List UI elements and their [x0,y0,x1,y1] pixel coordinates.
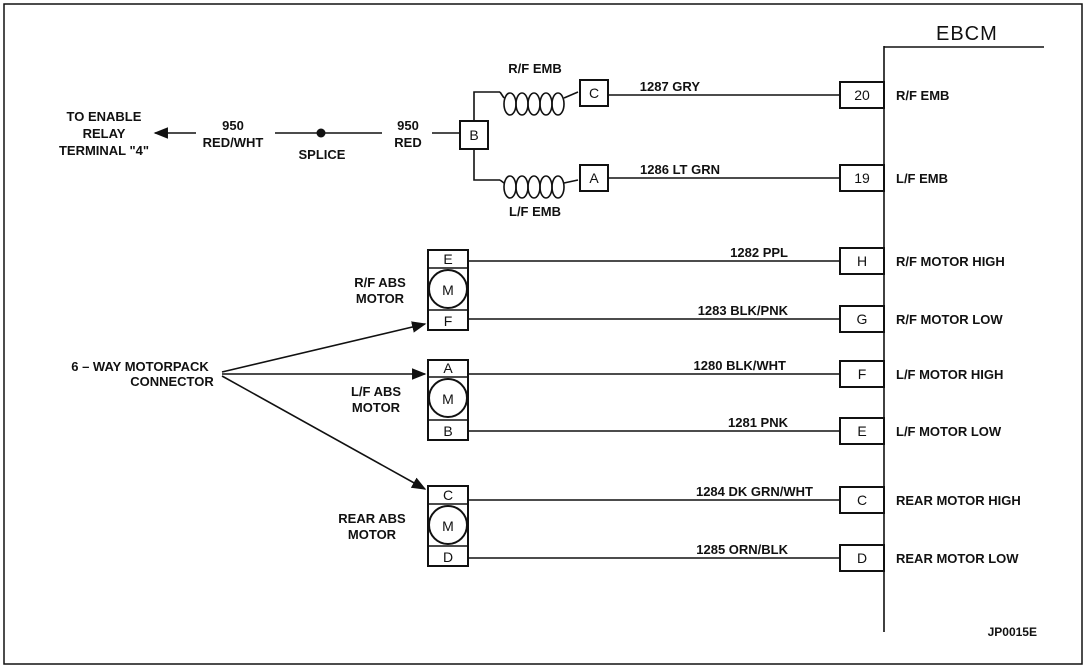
ebcm-pin-box-1 [839,164,885,192]
circuit-wire-label-1: 1286 LT GRN [640,162,720,177]
motor-rear-symbol [428,505,468,545]
lf-emb-coil-label: L/F EMB [509,204,561,219]
ebcm-pin-box-2 [839,247,885,275]
motor-rf-label-line1: R/F ABS [354,275,406,290]
motorpack-label-line2: CONNECTOR [130,374,214,389]
ebcm-function-2: R/F MOTOR HIGH [896,254,1005,269]
motor-rear-m: M [442,518,454,534]
ebcm-title: EBCM [936,23,998,45]
motor-rear-label-line1: REAR ABS [338,511,406,526]
motor-lf-top-pin: A [443,360,453,376]
circuit-wire-label-7: 1285 ORN/BLK [696,542,788,557]
relay-label-line3: TERMINAL "4" [59,143,149,158]
ebcm-pin-box-4 [839,360,885,388]
circuit-wire-label-0: 1287 GRY [640,79,701,94]
motor-rear-label-line2: MOTOR [348,527,397,542]
ebcm-pin-box-5 [839,417,885,445]
motorpack-arrow-rf [221,321,427,373]
ebcm-pin-3: G [857,311,868,327]
circuit-wire-label-3: 1283 BLK/PNK [698,303,789,318]
ebcm-function-0: R/F EMB [896,88,949,103]
motor-rear: REAR ABS MOTOR C M D [338,485,469,567]
circuit-wire-label-5: 1281 PNK [728,415,789,430]
motor-rf: R/F ABS MOTOR E M F [354,249,469,331]
ebcm-function-4: L/F MOTOR HIGH [896,367,1003,382]
ebcm-pin-2: H [857,253,867,269]
rf-emb-coil-label: R/F EMB [508,61,561,76]
motor-rf-bottom-pin: F [444,313,453,329]
connector-a-box [579,164,609,192]
motor-rf-top-pin: E [443,251,452,267]
ebcm-pin-0: 20 [854,87,870,103]
motor-rear-top-pin: C [443,487,453,503]
wire-950-right-num: 950 [397,118,419,133]
ebcm-pin-7: D [857,550,867,566]
relay-label-line2: RELAY [83,126,126,141]
motor-lf-symbol [428,378,468,418]
circuit-wire-label-4: 1280 BLK/WHT [694,358,787,373]
wire-950-right-color: RED [394,135,421,150]
motorpack-arrow-rear [221,375,427,490]
lf-emb-coil [499,175,579,199]
splice-dot [316,128,326,138]
diagram-frame [3,3,1083,665]
motor-lf-label-line1: L/F ABS [351,384,401,399]
motor-lf: L/F ABS MOTOR A M B [351,359,469,441]
ebcm-function-1: L/F EMB [896,171,948,186]
ebcm-function-5: L/F MOTOR LOW [896,424,1002,439]
ebcm-pin-1: 19 [854,170,870,186]
ebcm-function-7: REAR MOTOR LOW [896,551,1019,566]
motor-lf-m: M [442,391,454,407]
connector-b-label: B [469,127,478,143]
ebcm-pin-box-7 [839,544,885,572]
wire-950-left-color: RED/WHT [203,135,264,150]
ebcm-pin-5: E [857,423,866,439]
motor-lf-bottom-pin: B [443,423,452,439]
motor-rf-label-line2: MOTOR [356,291,405,306]
motor-rf-symbol [428,269,468,309]
wire-950-left-num: 950 [222,118,244,133]
connector-c-label: C [589,85,599,101]
circuit-wire-label-2: 1282 PPL [730,245,788,260]
rf-emb-coil [499,91,579,116]
relay-label-line1: TO ENABLE [67,109,142,124]
ebcm-function-6: REAR MOTOR HIGH [896,493,1021,508]
circuit-wire-label-6: 1284 DK GRN/WHT [696,484,813,499]
ebcm-pin-box-3 [839,305,885,333]
motorpack-label-line1: 6 – WAY MOTORPACK [71,359,209,374]
figure-id: JP0015E [988,625,1037,639]
motor-rear-bottom-pin: D [443,549,453,565]
ebcm-pin-4: F [858,366,867,382]
ebcm-pin-box-6 [839,486,885,514]
motor-lf-label-line2: MOTOR [352,400,401,415]
motor-rf-m: M [442,282,454,298]
ebcm-pin-6: C [857,492,867,508]
ebcm-pin-box-0 [839,81,885,109]
branch-lf-emb [473,149,500,181]
connector-c-box [579,79,609,107]
connector-a-label: A [589,170,599,186]
splice-label: SPLICE [299,147,346,162]
ebcm-function-3: R/F MOTOR LOW [896,312,1003,327]
branch-rf-emb [473,91,500,121]
